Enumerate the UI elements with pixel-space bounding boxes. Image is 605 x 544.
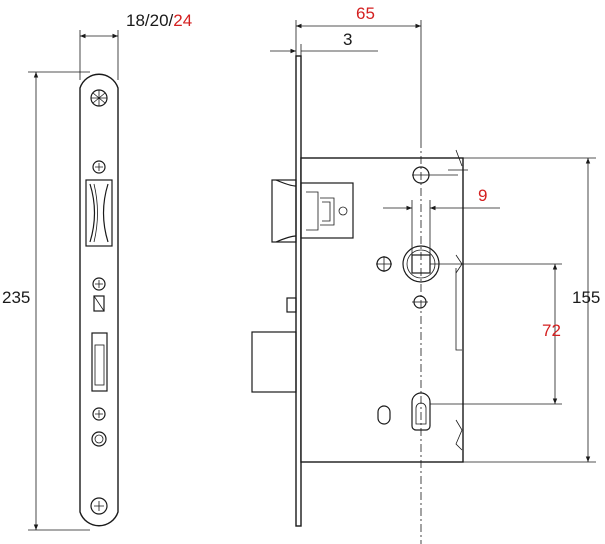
round-hole-icon bbox=[91, 431, 107, 447]
side-button bbox=[286, 297, 297, 313]
faceplate-outline bbox=[79, 73, 119, 527]
dead-bolt bbox=[251, 331, 297, 393]
thickness-label: 3 bbox=[343, 30, 352, 49]
height-dimension bbox=[28, 71, 90, 531]
backset-label: 65 bbox=[356, 4, 375, 23]
total-depth-label: 155 bbox=[572, 288, 600, 307]
faceplate-width-dimension bbox=[79, 30, 119, 80]
cross-screw-icon bbox=[92, 277, 106, 291]
oval-hole-icon bbox=[377, 405, 391, 425]
faceplate-side bbox=[295, 55, 302, 527]
lock-side-view bbox=[251, 55, 468, 544]
backset-dimension bbox=[295, 20, 422, 140]
faceplate-width-label: 18/20/24 bbox=[126, 11, 192, 30]
side-hole-icon bbox=[376, 256, 392, 272]
total-depth-dimension bbox=[463, 157, 596, 463]
cross-screw-icon bbox=[92, 407, 106, 421]
bolt-slot bbox=[91, 332, 108, 392]
spindle-label: 9 bbox=[478, 186, 487, 205]
latch-bolt bbox=[271, 179, 354, 243]
thickness-dimension bbox=[270, 44, 378, 56]
center-distance-label: 72 bbox=[542, 321, 561, 340]
cross-screw-icon bbox=[90, 497, 108, 515]
button-slot bbox=[93, 295, 105, 312]
top-screw-icon bbox=[90, 89, 108, 107]
lock-case bbox=[300, 157, 464, 463]
spindle-dimension bbox=[383, 200, 500, 255]
faceplate-front-view bbox=[79, 73, 119, 527]
center-distance-dimension bbox=[430, 263, 562, 405]
cylinder-cutout bbox=[411, 392, 431, 431]
latch-slot bbox=[85, 179, 113, 247]
cross-screw-icon bbox=[92, 160, 106, 174]
height-label: 235 bbox=[2, 288, 30, 307]
